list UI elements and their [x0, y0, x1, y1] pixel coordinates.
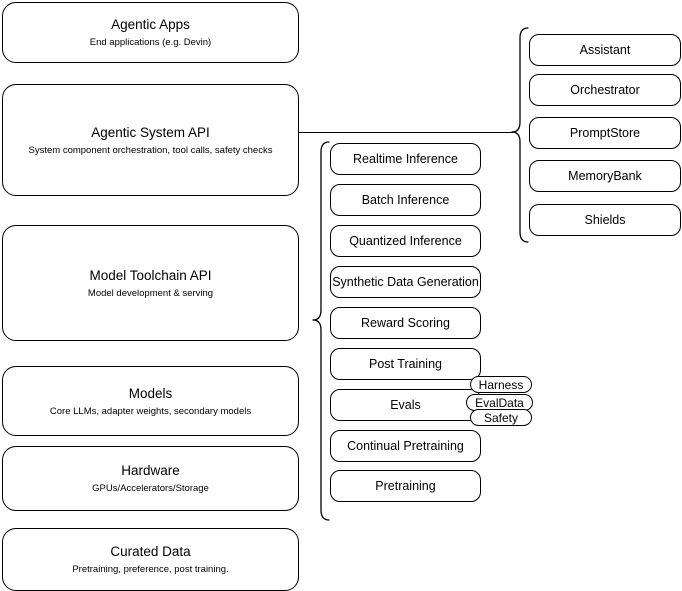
- component-box-orchestrator[interactable]: Orchestrator: [529, 74, 681, 106]
- layer-subtitle: System component orchestration, tool cal…: [28, 144, 273, 156]
- eval-pill-label: Harness: [478, 377, 524, 392]
- capability-label: Continual Pretraining: [347, 438, 464, 453]
- component-label: Shields: [584, 212, 626, 227]
- layer-subtitle: Core LLMs, adapter weights, secondary mo…: [49, 405, 252, 417]
- layer-title: Agentic System API: [91, 124, 210, 140]
- layer-subtitle: Pretraining, preference, post training.: [72, 564, 229, 575]
- layer-box-models[interactable]: Models Core LLMs, adapter weights, secon…: [2, 366, 299, 436]
- component-label: Assistant: [579, 42, 631, 57]
- component-box-shields[interactable]: Shields: [529, 204, 681, 236]
- capability-label: Post Training: [369, 356, 442, 371]
- eval-pill-safety[interactable]: Safety: [470, 409, 532, 426]
- component-label: PromptStore: [569, 125, 641, 140]
- capability-box-pretraining[interactable]: Pretraining: [330, 470, 481, 502]
- layer-title: Curated Data: [110, 544, 191, 559]
- capability-box-post-training[interactable]: Post Training: [330, 348, 481, 380]
- capability-label: Reward Scoring: [361, 315, 450, 330]
- brace-toolchain-capabilities: [312, 141, 330, 521]
- layer-title: Agentic Apps: [111, 17, 190, 32]
- capability-label: Pretraining: [375, 478, 436, 493]
- eval-pill-harness[interactable]: Harness: [470, 376, 532, 393]
- eval-pill-label: EvalData: [475, 395, 524, 410]
- connector-system-api-to-components: [299, 132, 513, 134]
- layer-box-model-toolchain-api[interactable]: Model Toolchain API Model development & …: [2, 225, 299, 341]
- component-label: Orchestrator: [570, 82, 640, 97]
- layer-subtitle: End applications (e.g. Devin): [89, 37, 212, 48]
- capability-box-batch-inference[interactable]: Batch Inference: [330, 184, 481, 216]
- eval-pill-label: Safety: [483, 410, 519, 425]
- layer-title: Hardware: [121, 463, 180, 478]
- layer-box-agentic-apps[interactable]: Agentic Apps End applications (e.g. Devi…: [2, 2, 299, 63]
- capability-box-realtime-inference[interactable]: Realtime Inference: [330, 143, 481, 175]
- capability-box-continual-pretraining[interactable]: Continual Pretraining: [330, 430, 481, 462]
- capability-label: Evals: [390, 397, 421, 412]
- layer-box-curated-data[interactable]: Curated Data Pretraining, preference, po…: [2, 528, 299, 591]
- layer-subtitle: Model development & serving: [87, 287, 214, 299]
- component-label: MemoryBank: [568, 168, 642, 183]
- component-box-assistant[interactable]: Assistant: [529, 34, 681, 66]
- capability-box-synthetic-data-generation[interactable]: Synthetic Data Generation: [330, 266, 481, 298]
- capability-box-evals[interactable]: Evals: [330, 389, 481, 421]
- layer-box-agentic-system-api[interactable]: Agentic System API System component orch…: [2, 84, 299, 196]
- component-box-promptstore[interactable]: PromptStore: [529, 117, 681, 149]
- brace-system-components: [511, 27, 529, 243]
- layer-title: Model Toolchain API: [89, 267, 212, 283]
- component-box-memorybank[interactable]: MemoryBank: [529, 160, 681, 192]
- capability-label: Synthetic Data Generation: [332, 274, 479, 289]
- layer-title: Models: [128, 385, 173, 401]
- capability-box-reward-scoring[interactable]: Reward Scoring: [330, 307, 481, 339]
- capability-label: Batch Inference: [361, 192, 450, 207]
- capability-label: Quantized Inference: [349, 233, 462, 248]
- layer-box-hardware[interactable]: Hardware GPUs/Accelerators/Storage: [2, 446, 299, 511]
- layer-subtitle: GPUs/Accelerators/Storage: [92, 483, 209, 494]
- capability-box-quantized-inference[interactable]: Quantized Inference: [330, 225, 481, 257]
- capability-label: Realtime Inference: [353, 151, 458, 166]
